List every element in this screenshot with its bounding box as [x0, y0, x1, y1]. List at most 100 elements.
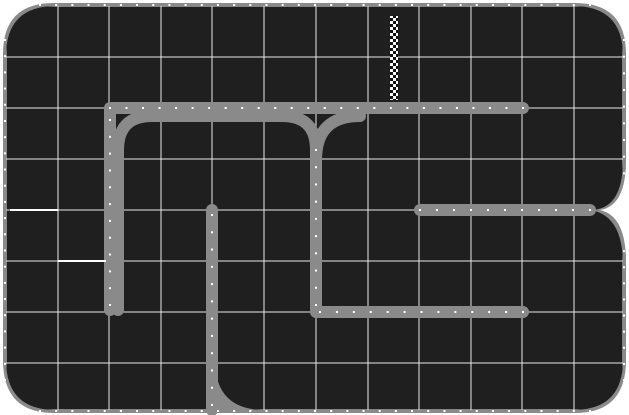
curb-dot	[623, 172, 625, 174]
curb-dot	[4, 185, 6, 187]
curb-dot	[211, 318, 213, 320]
curb-dot	[379, 4, 381, 6]
curb-dot	[201, 410, 203, 412]
curb-dot	[524, 4, 526, 6]
curb-dot	[363, 410, 365, 412]
curb-dot	[589, 4, 591, 6]
curb-dot	[324, 107, 326, 109]
curb-dot	[505, 107, 507, 109]
curb-dot	[211, 231, 213, 233]
curb-dot	[395, 4, 397, 6]
curb-dot	[120, 410, 122, 412]
curb-dot	[557, 410, 559, 412]
curb-dot	[211, 214, 213, 216]
curb-dot	[249, 4, 251, 6]
curb-dot	[4, 330, 6, 332]
curb-dot	[109, 304, 111, 306]
curb-dot	[522, 311, 524, 313]
curb-dot	[109, 153, 111, 155]
curb-dot	[4, 88, 6, 90]
curb-dot	[152, 4, 154, 6]
curb-dot	[623, 234, 625, 236]
curb-dot	[505, 311, 507, 313]
curb-dot	[489, 107, 491, 109]
curb-dot	[291, 107, 293, 109]
curb-dot	[120, 4, 122, 6]
curb-dot	[363, 4, 365, 6]
curb-dot	[88, 410, 90, 412]
curb-dot	[411, 410, 413, 412]
curb-dot	[492, 4, 494, 6]
curb-dot	[211, 387, 213, 389]
start-finish-line	[390, 16, 398, 100]
curb-dot	[282, 4, 284, 6]
curb-dot	[340, 107, 342, 109]
curb-dot	[521, 209, 523, 211]
curb-dot	[557, 4, 559, 6]
curb-dot	[572, 209, 574, 211]
curb-dot	[4, 120, 6, 122]
curb-dot	[508, 410, 510, 412]
curb-dot	[71, 410, 73, 412]
curb-dot	[4, 298, 6, 300]
curb-dot	[555, 209, 557, 211]
curb-dot	[249, 410, 251, 412]
curb-dot	[623, 189, 625, 191]
curb-dot	[233, 4, 235, 6]
curb-dot	[472, 107, 474, 109]
curb-dot	[4, 347, 6, 349]
curb-dot	[470, 209, 472, 211]
curb-dot	[589, 410, 591, 412]
curb-dot	[623, 331, 625, 333]
curb-dot	[379, 410, 381, 412]
curb-dot	[419, 209, 421, 211]
curb-dot	[623, 122, 625, 124]
curb-dot	[4, 249, 6, 251]
curb-dot	[623, 89, 625, 91]
curb-dot	[504, 209, 506, 211]
curb-dot	[314, 4, 316, 6]
curb-dot	[109, 287, 111, 289]
curb-dot	[443, 410, 445, 412]
curb-dot	[488, 311, 490, 313]
curb-dot	[573, 4, 575, 6]
curb-dot	[4, 39, 6, 41]
curb-dot	[88, 4, 90, 6]
curb-dot	[298, 4, 300, 6]
curb-dot	[4, 282, 6, 284]
curb-dot	[104, 4, 106, 6]
curb-dot	[492, 410, 494, 412]
curb-dot	[185, 4, 187, 6]
curb-dot	[623, 250, 625, 252]
curb-dot	[4, 363, 6, 365]
curb-dot	[126, 107, 128, 109]
curb-dot	[315, 270, 317, 272]
curb-dot	[623, 72, 625, 74]
curb-dot	[336, 311, 338, 313]
curb-dot	[456, 107, 458, 109]
curb-dot	[370, 311, 372, 313]
curb-dot	[109, 186, 111, 188]
curb-dot	[315, 304, 317, 306]
curb-dot	[225, 107, 227, 109]
curb-dot	[315, 201, 317, 203]
curb-dot	[406, 107, 408, 109]
curb-dot	[315, 149, 317, 151]
curb-dot	[298, 410, 300, 412]
curb-dot	[307, 107, 309, 109]
curb-dot	[4, 217, 6, 219]
curb-dot	[623, 347, 625, 349]
curb-dot	[319, 311, 321, 313]
curb-dot	[346, 4, 348, 6]
curb-dot	[168, 410, 170, 412]
curb-dot	[427, 4, 429, 6]
curb-dot	[211, 369, 213, 371]
curb-dot	[315, 287, 317, 289]
curb-dot	[353, 311, 355, 313]
curb-dot	[282, 410, 284, 412]
curb-dot	[159, 107, 161, 109]
curb-dot	[211, 266, 213, 268]
curb-dot	[623, 139, 625, 141]
curb-dot	[4, 266, 6, 268]
